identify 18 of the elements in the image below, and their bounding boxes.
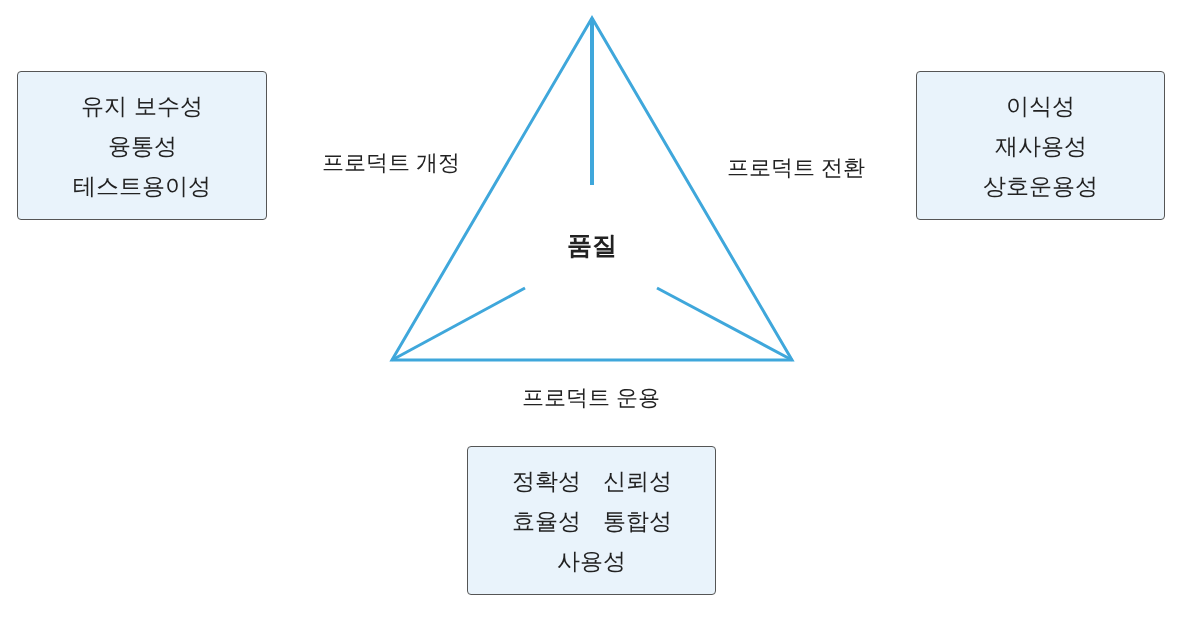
attribute-text: 재사용성: [993, 131, 1088, 161]
attribute-box: [916, 71, 1165, 220]
attribute-text: 유지 보수성: [79, 91, 205, 121]
attribute-text: 통합성: [601, 506, 673, 536]
attribute-text: 상호운용성: [982, 171, 1099, 201]
attribute-text: 이식성: [1005, 91, 1076, 121]
attribute-text: 신뢰성: [601, 466, 673, 496]
attribute-box: [17, 71, 267, 220]
attribute-text: 정확성: [510, 466, 582, 496]
center-label: 품질: [567, 229, 617, 262]
attribute-text: 사용성: [556, 546, 627, 576]
side-label: 프로덕트 전환: [726, 154, 866, 182]
side-label: 프로덕트 운용: [521, 384, 661, 412]
attribute-text: 효율성: [510, 506, 582, 536]
attribute-text: 융통성: [106, 131, 178, 161]
attribute-text: 테스트용이성: [72, 171, 212, 201]
side-label: 프로덕트 개정: [321, 149, 461, 177]
attribute-box: [467, 446, 716, 595]
